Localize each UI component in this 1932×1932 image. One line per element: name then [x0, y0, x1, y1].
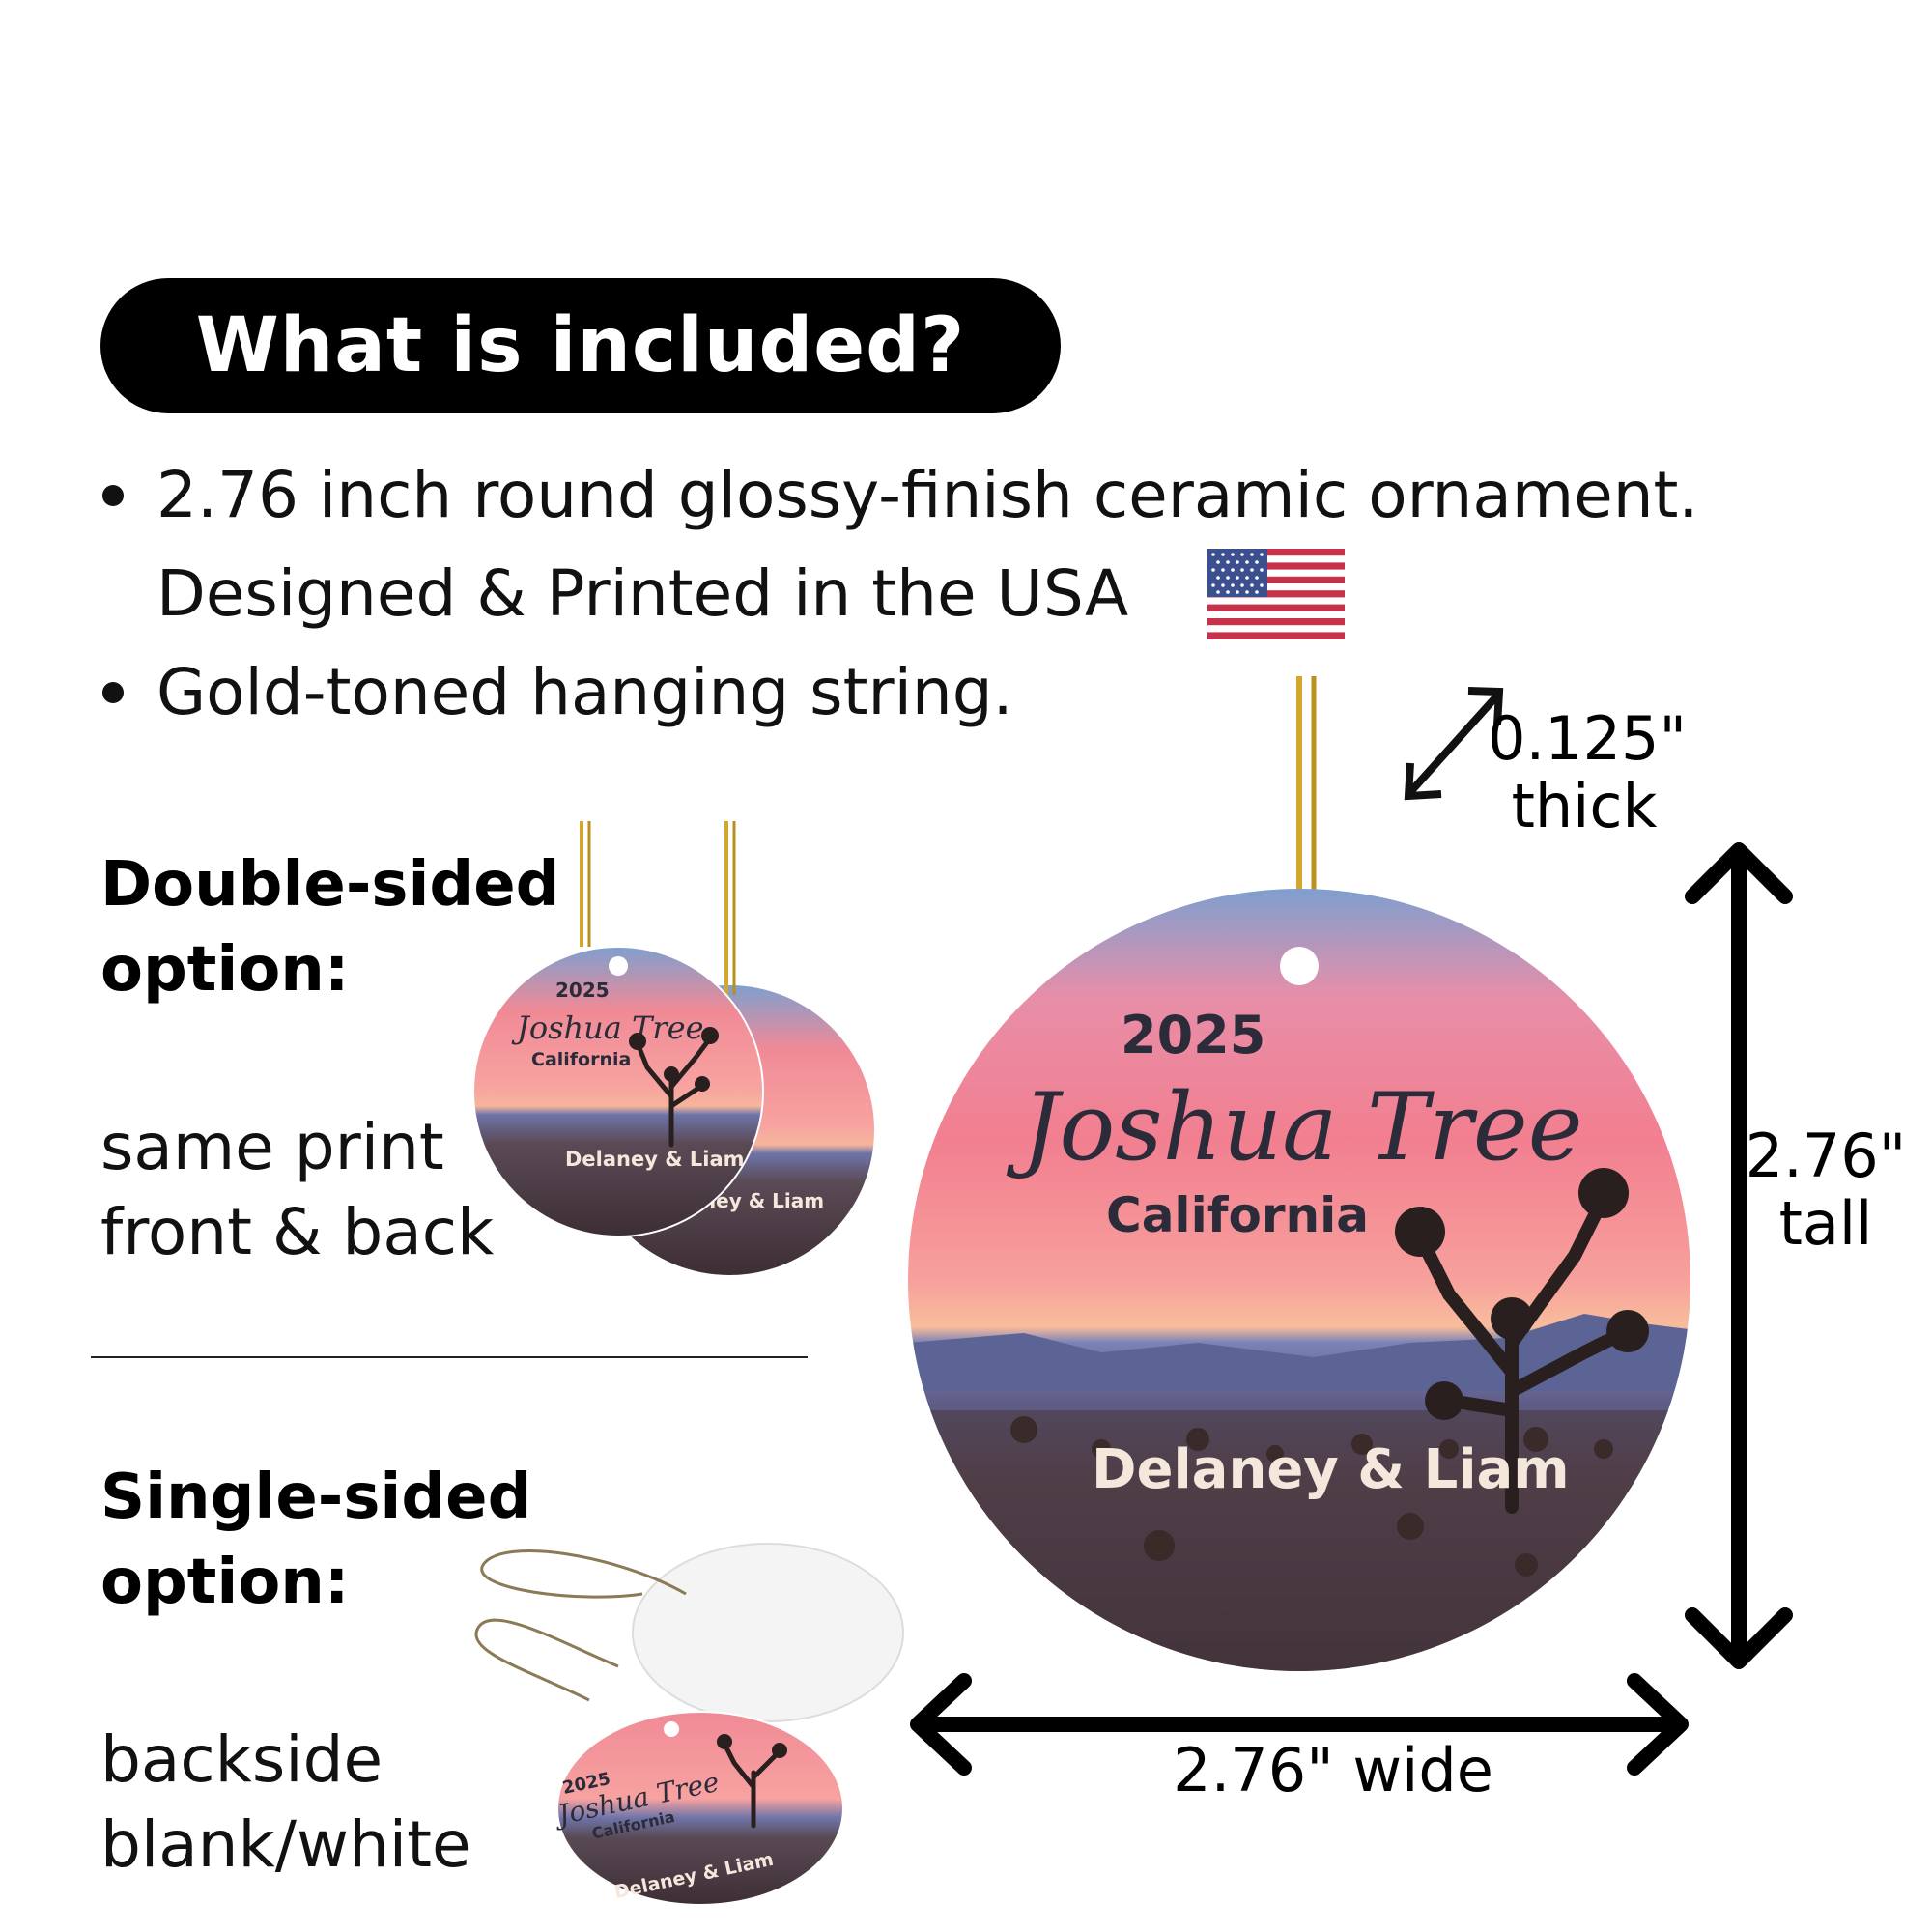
front-ornament-names: Delaney & Liam: [565, 1148, 745, 1171]
double-sided-desc: same print front & back: [100, 1105, 494, 1275]
bullet-1-line-1: 2.76 inch round glossy-finish ceramic or…: [156, 458, 1699, 532]
double-sided-desc-1: same print: [100, 1110, 444, 1184]
front-ornament-state: California: [531, 1049, 631, 1070]
height-arrow-icon: [1685, 842, 1793, 1669]
single-sided-desc: backside blank/white: [100, 1718, 471, 1888]
options-divider: [91, 1356, 808, 1358]
height-word: tall: [1778, 1188, 1873, 1259]
double-arrow-icon: [1404, 687, 1504, 801]
double-sided-title-1: Double-sided: [100, 849, 560, 921]
single-sided-title-2: option:: [100, 1547, 350, 1618]
single-sided-ornament-image: 2025 Joshua Tree California Delaney & Li…: [474, 1543, 904, 1906]
width-arrow-icon: [910, 1673, 1689, 1776]
header-title: What is included?: [195, 302, 966, 389]
front-ornament-place: Joshua Tree: [511, 1009, 704, 1046]
bullet-2-line-1: Gold-toned hanging string.: [156, 655, 1013, 729]
joshua-tree-icon: [1413, 1191, 1630, 1514]
ornament-year: 2025: [1121, 1005, 1265, 1065]
ornament-place: Joshua Tree: [1006, 1073, 1583, 1181]
double-sided-title-2: option:: [100, 934, 350, 1006]
height-label: 2.76" tall: [1729, 1122, 1922, 1258]
thickness-label: 0.125" thick: [1488, 703, 1688, 841]
double-sided-desc-2: front & back: [100, 1195, 495, 1269]
thickness-value: 0.125": [1488, 703, 1688, 774]
front-ornament-year: 2025: [555, 979, 610, 1002]
width-label: 2.76" wide: [1173, 1735, 1493, 1805]
single-sided-label: Single-sided option:: [100, 1455, 531, 1625]
thickness-word: thick: [1511, 771, 1658, 841]
ornament-names: Delaney & Liam: [1092, 1438, 1570, 1501]
bullet-1-line-2: Designed & Printed in the USA: [156, 556, 1129, 631]
us-flag-icon: [1208, 549, 1345, 639]
height-value: 2.76": [1745, 1121, 1907, 1191]
header-pill: What is included?: [100, 278, 1061, 413]
double-sided-ornament-image: ney & Liam 2025 Joshua Tree California D…: [473, 821, 874, 1275]
main-ornament-image: 2025 Joshua Tree California Delaney & Li…: [908, 676, 1690, 1671]
single-sided-desc-2: blank/white: [100, 1807, 471, 1882]
bullet-icon: [102, 682, 124, 703]
bullet-icon: [102, 485, 124, 506]
ornament-state: California: [1106, 1187, 1369, 1243]
single-sided-title-1: Single-sided: [100, 1462, 532, 1533]
single-sided-desc-1: backside: [100, 1722, 384, 1797]
double-sided-label: Double-sided option:: [100, 842, 559, 1012]
